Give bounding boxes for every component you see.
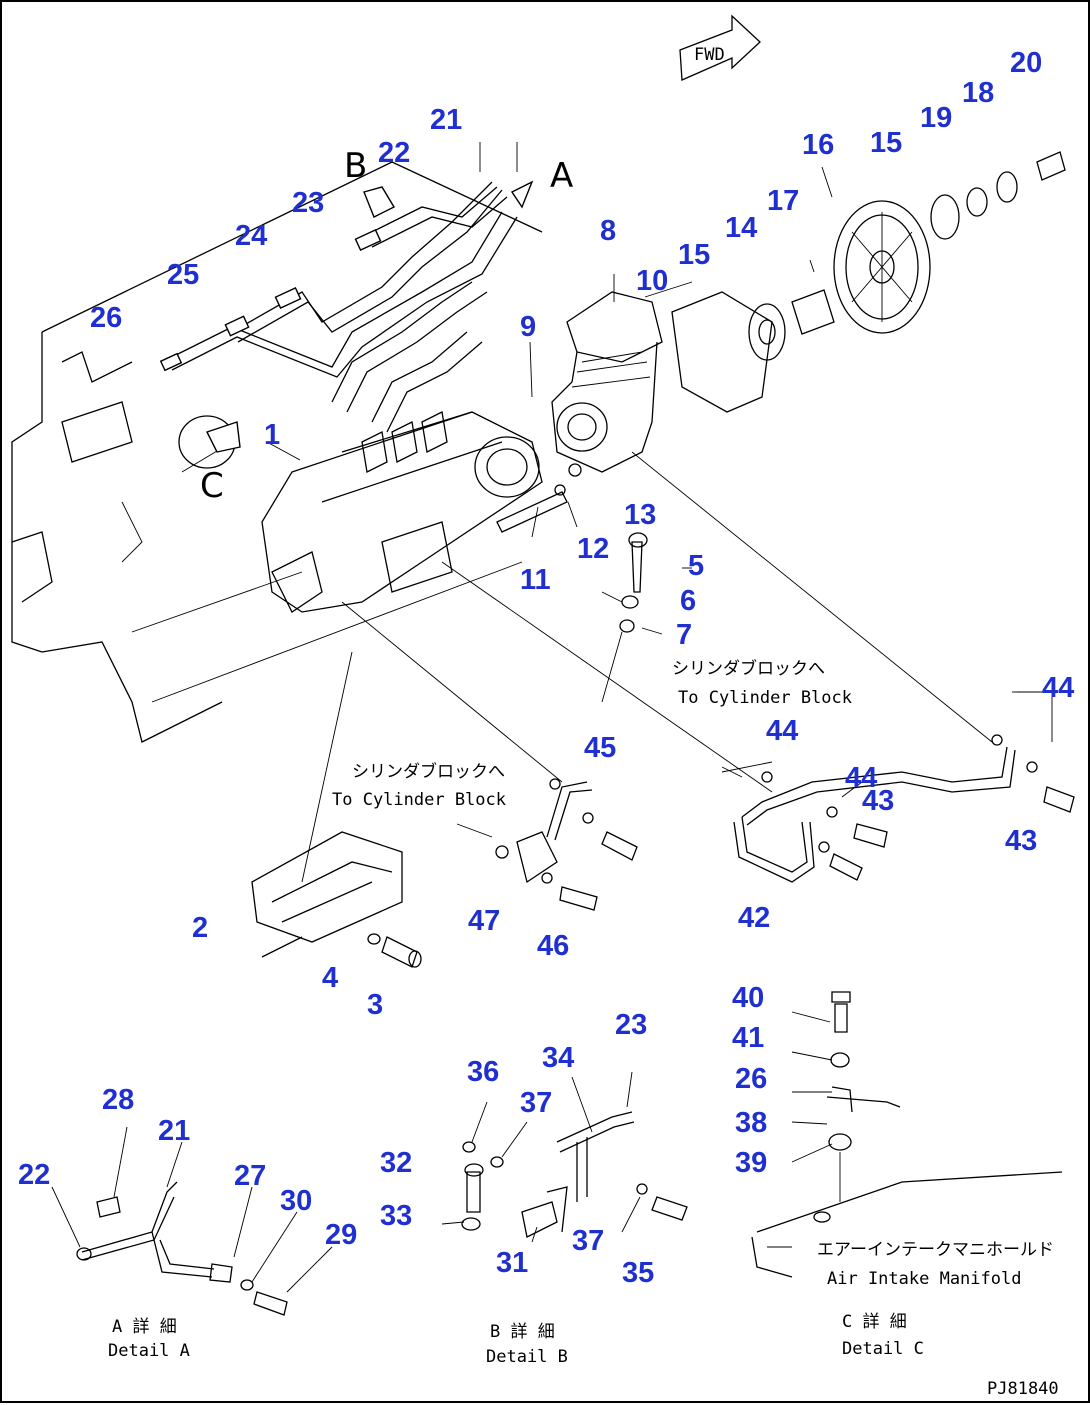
callout-38: 38 bbox=[735, 1107, 767, 1139]
callout-37a: 37 bbox=[520, 1087, 552, 1119]
to-cylinder-block-jp-1: シリンダブロックへ bbox=[672, 658, 825, 679]
callout-37b: 37 bbox=[572, 1225, 604, 1257]
callout-14: 14 bbox=[725, 212, 757, 244]
air-intake-manifold-jp: エアーインテークマニホールド bbox=[817, 1240, 1054, 1260]
callout-36: 36 bbox=[467, 1056, 499, 1088]
callout-28: 28 bbox=[102, 1084, 134, 1116]
view-a-arrow-icon bbox=[510, 180, 534, 209]
callout-1: 1 bbox=[264, 419, 280, 451]
drawing-code: PJ81840 bbox=[987, 1379, 1059, 1399]
to-cylinder-block-en-1: To Cylinder Block bbox=[678, 688, 852, 708]
detail-b-en: Detail B bbox=[486, 1347, 568, 1367]
engine-block bbox=[11, 161, 543, 743]
callout-12: 12 bbox=[577, 533, 609, 565]
callout-44c: 44 bbox=[1042, 672, 1074, 704]
callout-4: 4 bbox=[322, 962, 338, 994]
callout-46: 46 bbox=[537, 930, 569, 962]
callout-13: 13 bbox=[624, 499, 656, 531]
detail-b-drawing bbox=[441, 1071, 688, 1243]
leader-lines bbox=[266, 166, 1022, 883]
callout-17: 17 bbox=[767, 185, 799, 217]
callout-11: 11 bbox=[520, 564, 551, 596]
callout-23: 23 bbox=[292, 187, 324, 219]
callout-20: 20 bbox=[1010, 47, 1042, 79]
view-c-arrow-icon bbox=[206, 421, 241, 453]
callout-42: 42 bbox=[738, 902, 770, 934]
callout-43b: 43 bbox=[1005, 825, 1037, 857]
callout-41: 41 bbox=[732, 1022, 764, 1054]
fuel-injection-pipes bbox=[159, 181, 518, 433]
callout-24: 24 bbox=[235, 220, 267, 252]
oil-pipe-42-assembly bbox=[721, 691, 1075, 883]
callout-8: 8 bbox=[600, 215, 616, 247]
callout-25: 25 bbox=[167, 259, 199, 291]
callout-3: 3 bbox=[367, 989, 383, 1021]
detail-a-jp: A 詳 細 bbox=[112, 1317, 177, 1337]
to-cylinder-block-jp-2: シリンダブロックへ bbox=[352, 761, 505, 782]
detail-a-drawing bbox=[51, 1126, 333, 1316]
callout-35: 35 bbox=[622, 1257, 654, 1289]
detail-c-jp: C 詳 細 bbox=[842, 1312, 907, 1332]
callout-44a: 44 bbox=[766, 715, 798, 747]
view-letter-b: B bbox=[344, 146, 367, 186]
callout-40: 40 bbox=[732, 982, 764, 1014]
callout-27: 27 bbox=[234, 1160, 266, 1192]
air-intake-manifold-en: Air Intake Manifold bbox=[827, 1269, 1021, 1289]
callout-15a: 15 bbox=[678, 239, 710, 271]
callout-30: 30 bbox=[280, 1185, 312, 1217]
to-cylinder-block-en-2: To Cylinder Block bbox=[332, 790, 506, 810]
callout-33: 33 bbox=[380, 1200, 412, 1232]
callout-29: 29 bbox=[325, 1219, 357, 1251]
gasket bbox=[671, 291, 773, 413]
callout-5: 5 bbox=[688, 550, 704, 582]
callout-21-detail: 21 bbox=[158, 1115, 190, 1147]
annotations: シリンダブロックへ To Cylinder Block シリンダブロックへ To… bbox=[108, 658, 1059, 1399]
pump-bracket bbox=[251, 831, 422, 968]
callout-9: 9 bbox=[520, 311, 536, 343]
fwd-label: FWD bbox=[694, 45, 725, 65]
detail-c-en: Detail C bbox=[842, 1339, 924, 1359]
callout-43a: 43 bbox=[862, 785, 894, 817]
callout-18: 18 bbox=[962, 77, 994, 109]
callout-26-detail: 26 bbox=[735, 1063, 767, 1095]
detail-a-en: Detail A bbox=[108, 1341, 190, 1361]
callout-2: 2 bbox=[192, 912, 208, 944]
callout-6: 6 bbox=[680, 585, 696, 617]
air-compressor bbox=[551, 291, 663, 473]
callout-16: 16 bbox=[802, 129, 834, 161]
callout-23-detail: 23 bbox=[615, 1009, 647, 1041]
callout-22: 22 bbox=[378, 137, 410, 169]
fasteners-main bbox=[496, 463, 648, 633]
detail-c-drawing bbox=[751, 991, 1063, 1278]
callout-19: 19 bbox=[920, 102, 952, 134]
callout-26: 26 bbox=[90, 302, 122, 334]
view-letter-c: C bbox=[200, 466, 224, 506]
forward-arrow-icon: FWD bbox=[679, 14, 761, 81]
detail-b-jp: B 詳 細 bbox=[490, 1322, 555, 1342]
callout-7: 7 bbox=[676, 619, 692, 651]
callout-21: 21 bbox=[430, 104, 462, 136]
callout-32: 32 bbox=[380, 1147, 412, 1179]
callout-45: 45 bbox=[584, 732, 616, 764]
callout-47: 47 bbox=[468, 905, 500, 937]
view-letter-a: A bbox=[550, 156, 573, 196]
view-b-arrow-icon bbox=[363, 186, 395, 218]
callout-15b: 15 bbox=[870, 127, 902, 159]
callout-numbers: 1 2 3 4 5 6 7 8 9 10 11 12 13 14 15 15 1… bbox=[18, 47, 1074, 1289]
callout-44b: 44 bbox=[845, 762, 877, 794]
drive-gear-assembly bbox=[748, 151, 1066, 361]
callout-31: 31 bbox=[496, 1247, 528, 1279]
callout-10: 10 bbox=[636, 265, 668, 297]
oil-pipe-45-assembly bbox=[456, 778, 638, 911]
callout-39: 39 bbox=[735, 1147, 767, 1179]
callout-22-detail: 22 bbox=[18, 1159, 50, 1191]
injection-pump bbox=[261, 411, 543, 613]
callout-34: 34 bbox=[542, 1042, 574, 1074]
view-arrows: B A C bbox=[200, 142, 573, 506]
